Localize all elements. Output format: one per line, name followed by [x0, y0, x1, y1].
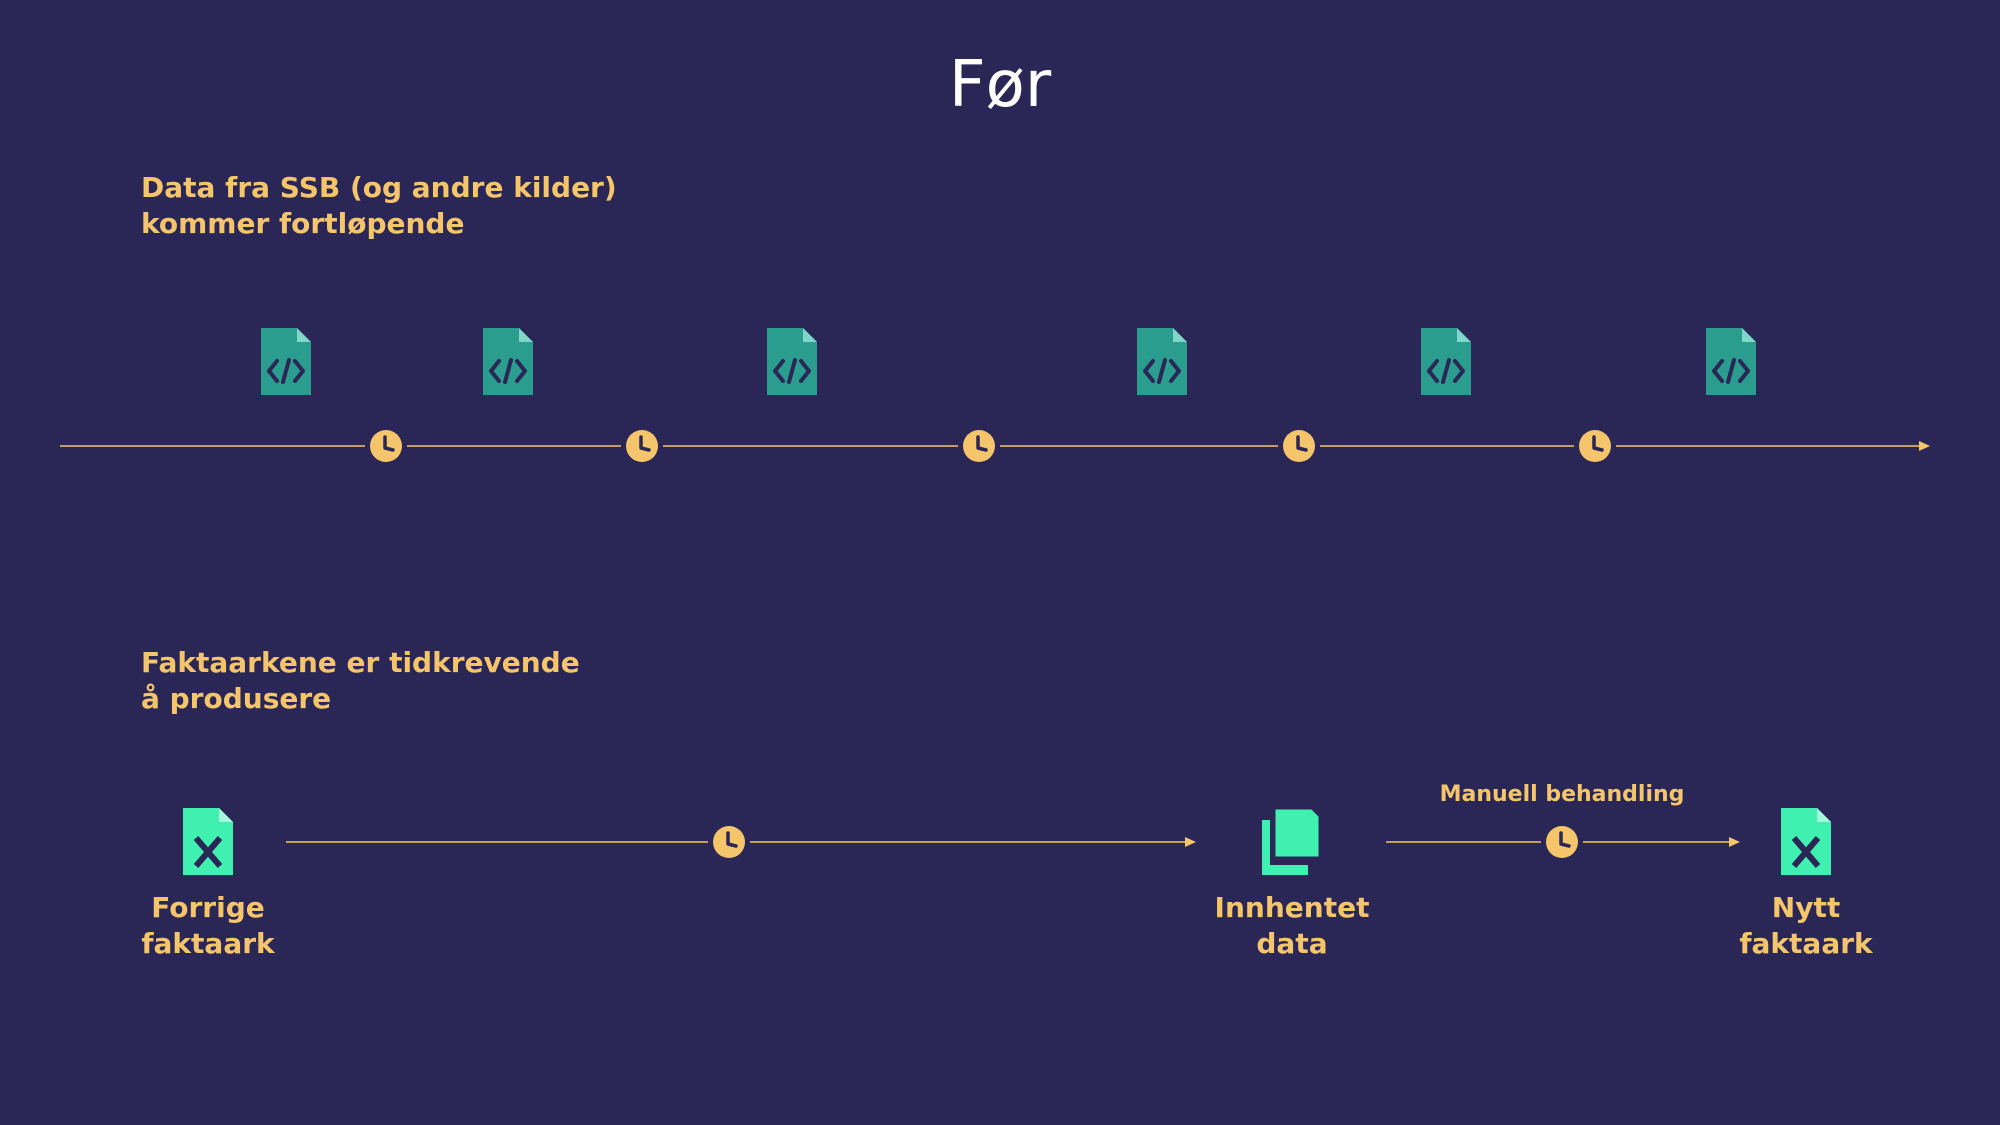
collected-data-label: Innhentet data	[1172, 890, 1412, 962]
code-file-icon	[1135, 326, 1189, 397]
clock-icon	[1278, 425, 1320, 467]
new-factsheet-label: Nytt faktaark	[1686, 890, 1926, 962]
new-factsheet-label-line1: Nytt	[1771, 891, 1841, 924]
collected-data-label-line1: Innhentet	[1214, 891, 1370, 924]
previous-factsheet-label-line1: Forrige	[151, 891, 265, 924]
clock-icon	[958, 425, 1000, 467]
flow-arrowhead-2	[1729, 837, 1740, 847]
factsheet-heading-line1: Faktaarkene er tidkrevende	[141, 646, 580, 679]
clock-icon	[365, 425, 407, 467]
data-sources-heading: Data fra SSB (og andre kilder) kommer fo…	[141, 170, 617, 242]
factsheet-heading-line2: å produsere	[141, 682, 332, 715]
previous-factsheet-label: Forrige faktaark	[88, 890, 328, 962]
manual-processing-label: Manuell behandling	[1439, 782, 1685, 807]
previous-factsheet-label-line2: faktaark	[141, 927, 275, 960]
new-factsheet-label-line2: faktaark	[1739, 927, 1873, 960]
excel-file-icon	[183, 808, 233, 875]
flow-arrowhead-1	[1185, 837, 1196, 847]
timeline-arrowhead	[1919, 441, 1930, 451]
excel-file-icon	[1781, 808, 1831, 875]
collected-data-label-line2: data	[1256, 927, 1328, 960]
page-title: Før	[948, 48, 1052, 122]
copy-files-icon	[1262, 806, 1322, 875]
code-file-icon	[765, 326, 819, 397]
clock-icon	[1541, 821, 1583, 863]
code-file-icon	[1419, 326, 1473, 397]
clock-icon	[621, 425, 663, 467]
code-file-icon	[259, 326, 313, 397]
clock-icon	[1574, 425, 1616, 467]
code-file-icon	[481, 326, 535, 397]
code-file-icon	[1704, 326, 1758, 397]
clock-icon	[708, 821, 750, 863]
data-sources-heading-line2: kommer fortløpende	[141, 207, 465, 240]
data-sources-heading-line1: Data fra SSB (og andre kilder)	[141, 171, 617, 204]
factsheet-heading: Faktaarkene er tidkrevende å produsere	[141, 645, 580, 717]
